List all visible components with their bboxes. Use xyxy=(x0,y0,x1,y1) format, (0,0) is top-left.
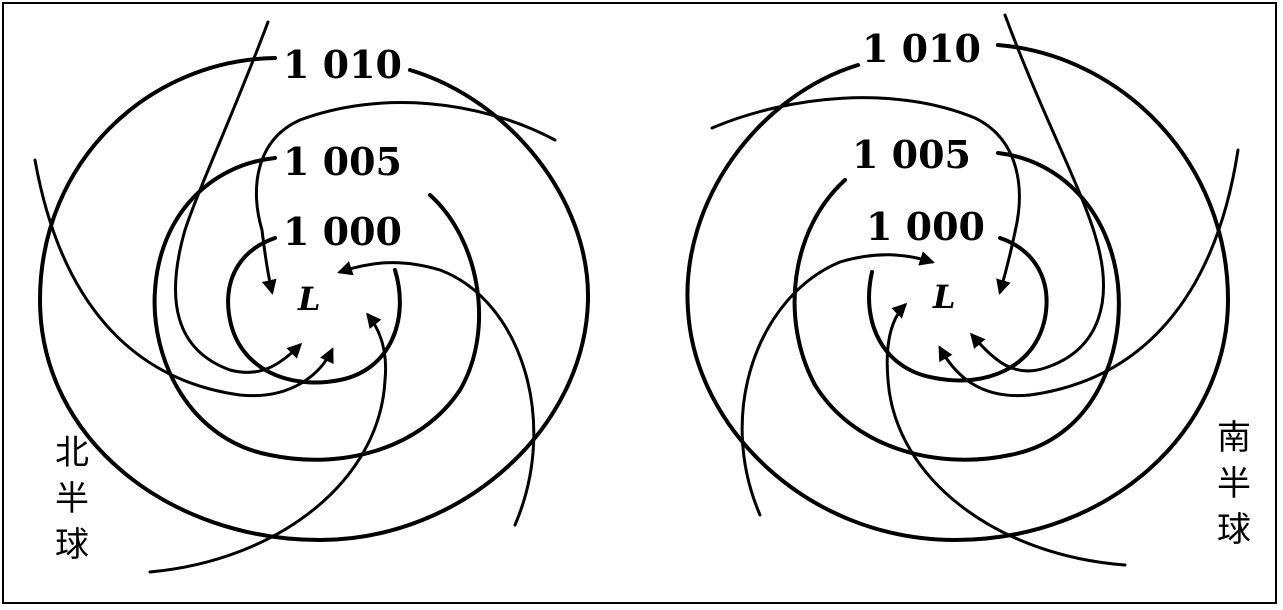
right-isobar-label-1010: 1 010 xyxy=(862,26,981,71)
right-isobar-1005 xyxy=(792,151,1121,462)
southern-hemisphere-label: 南半球 xyxy=(1217,418,1251,550)
left-isobars xyxy=(37,56,591,543)
right-wind-line xyxy=(970,13,1105,373)
right-wind-lines xyxy=(710,13,1240,567)
left-isobar-1005 xyxy=(152,156,482,462)
left-isobar-1000 xyxy=(226,236,402,385)
right-isobars xyxy=(685,43,1231,543)
right-wind-line xyxy=(710,96,1021,295)
right-isobar-1010 xyxy=(685,43,1231,543)
left-wind-line xyxy=(174,20,303,374)
left-low-center-label: L xyxy=(297,280,321,318)
left-isobar-label-1005: 1 005 xyxy=(283,139,402,184)
left-panel: 1 010 1 005 1 000 L xyxy=(33,20,591,574)
northern-hemisphere-label: 北半球 xyxy=(55,433,89,565)
right-panel: 1 010 1 005 1 000 L xyxy=(685,13,1240,567)
left-wind-line xyxy=(33,158,334,398)
right-wind-line xyxy=(740,251,935,517)
left-wind-lines xyxy=(33,20,557,574)
left-isobar-label-1000: 1 000 xyxy=(283,209,402,254)
left-isobar-label-1010: 1 010 xyxy=(283,42,402,87)
right-wind-line xyxy=(885,302,1127,567)
left-wind-line xyxy=(148,312,388,574)
right-isobar-label-1000: 1 000 xyxy=(866,204,985,249)
right-low-center-label: L xyxy=(932,278,956,316)
right-isobar-1000 xyxy=(867,236,1049,383)
left-wind-line xyxy=(255,101,557,295)
right-isobar-label-1005: 1 005 xyxy=(852,132,971,177)
left-isobar-1010 xyxy=(37,56,591,543)
right-wind-line xyxy=(938,148,1240,398)
left-wind-line xyxy=(337,261,536,527)
